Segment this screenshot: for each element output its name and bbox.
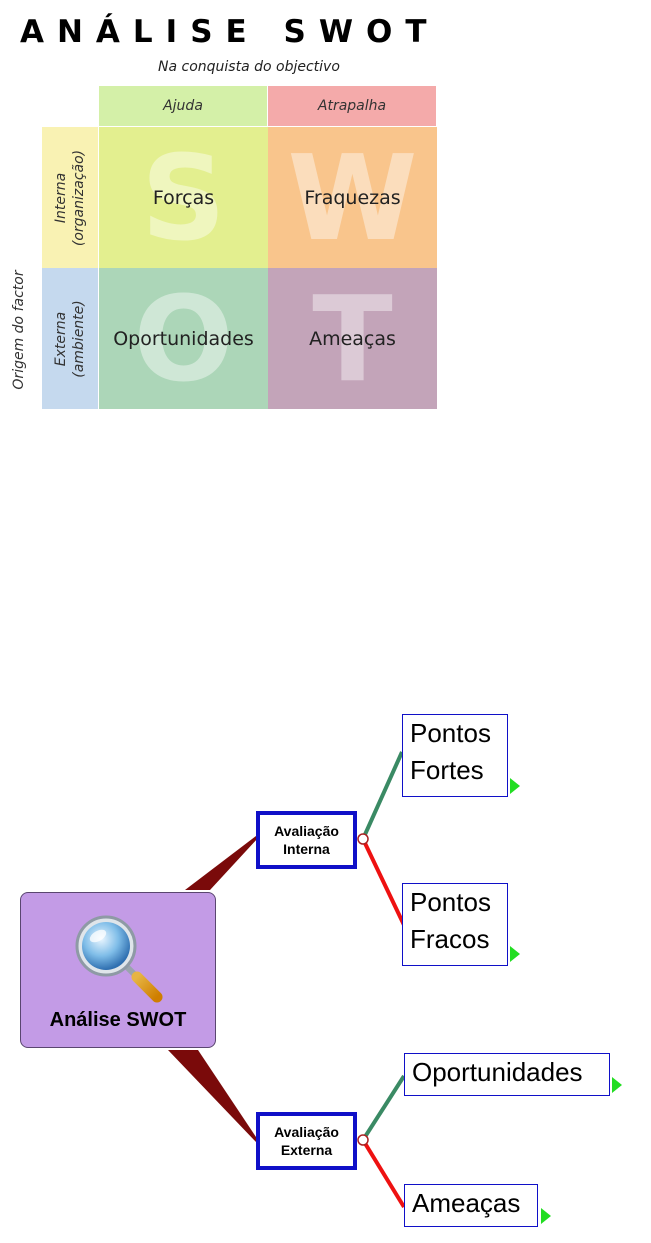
trunk-to-external — [168, 1050, 258, 1142]
magnifier-icon — [75, 913, 165, 1003]
line-to-threats — [363, 1140, 404, 1207]
line-to-weaknesses — [363, 839, 404, 925]
collapse-handle-external[interactable] — [358, 1135, 368, 1145]
branch-node-internal[interactable]: Avaliação Interna — [256, 811, 357, 869]
collapse-handle-internal[interactable] — [358, 834, 368, 844]
leaf-node-threats[interactable]: Ameaças — [404, 1184, 538, 1227]
expand-arrow-icon[interactable] — [510, 778, 520, 794]
line-to-opportunities — [363, 1076, 404, 1140]
trunk-to-internal — [185, 836, 258, 890]
expand-arrow-icon[interactable] — [510, 946, 520, 962]
leaf-node-weaknesses[interactable]: Pontos Fracos — [402, 883, 508, 966]
expand-arrow-icon[interactable] — [612, 1077, 622, 1093]
central-node[interactable]: Análise SWOT — [20, 892, 216, 1048]
central-label: Análise SWOT — [21, 1009, 215, 1032]
line-to-strengths — [363, 752, 402, 839]
expand-arrow-icon[interactable] — [541, 1208, 551, 1224]
leaf-node-strengths[interactable]: Pontos Fortes — [402, 714, 508, 797]
branch-node-external[interactable]: Avaliação Externa — [256, 1112, 357, 1170]
leaf-node-opportunities[interactable]: Oportunidades — [404, 1053, 610, 1096]
